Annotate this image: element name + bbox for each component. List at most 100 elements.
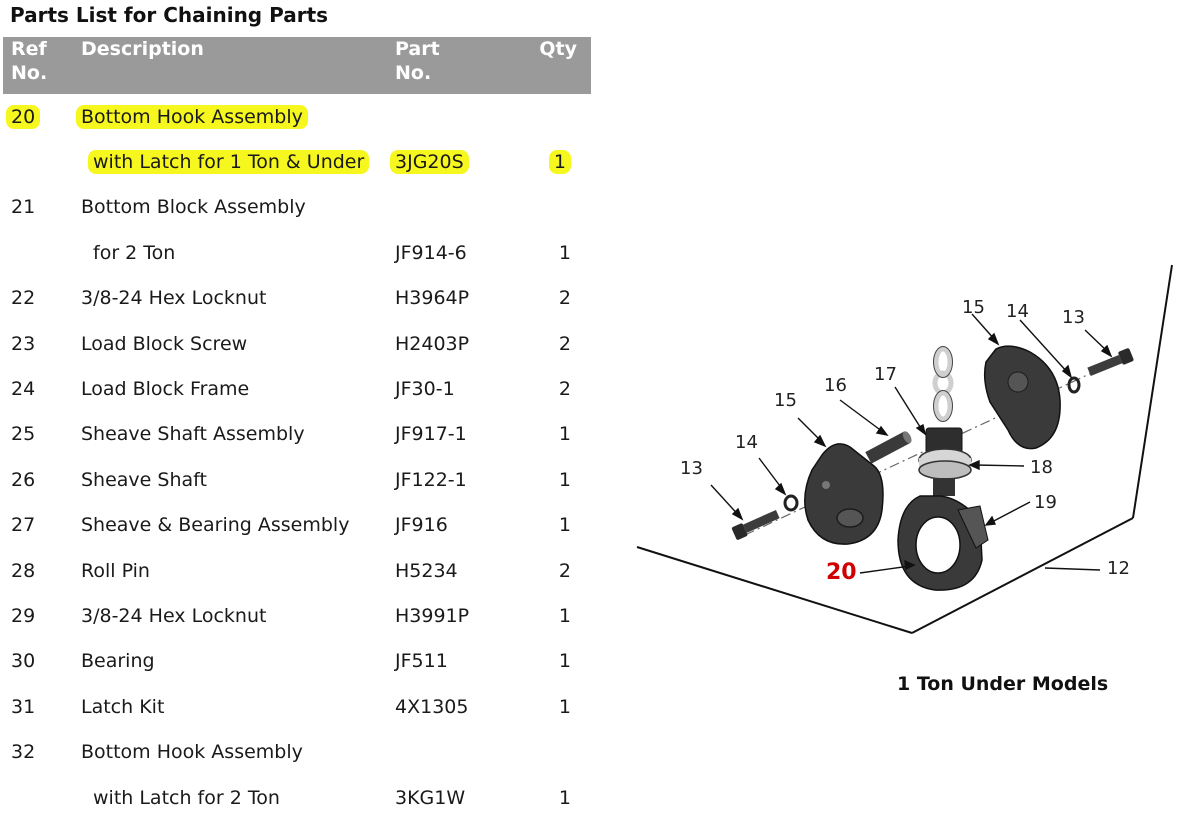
cell-part-text: H2403P — [395, 332, 470, 355]
cell-qty-text: 2 — [558, 332, 571, 355]
cell-desc-text: Roll Pin — [81, 559, 150, 582]
cell-ref-text: 31 — [11, 695, 36, 718]
cell-ref-text: 32 — [11, 741, 36, 764]
cell-desc-text: Bearing — [81, 650, 155, 673]
screw-right — [1087, 348, 1134, 377]
cell-desc-text: Sheave Shaft — [81, 468, 207, 491]
cell-qty-text: 2 — [558, 378, 571, 401]
cell-qty-text: 2 — [558, 287, 571, 310]
cell-ref-text: 29 — [11, 604, 36, 627]
cell-part-text: JF914-6 — [395, 241, 467, 264]
cell-part-text: JF916 — [395, 514, 448, 537]
table-row: 20 Bottom Hook Assembly — [3, 94, 591, 139]
callout-15-right: 15 — [962, 297, 985, 318]
cell-desc-text: Bottom Hook Assembly — [76, 104, 308, 129]
cell-desc: Load Block Frame — [73, 366, 387, 411]
cell-desc-text: Bottom Hook Assembly — [81, 741, 303, 764]
washer-left — [783, 494, 799, 512]
cell-qty: 2 — [515, 366, 591, 411]
cell-desc: with Latch for 1 Ton & Under — [73, 139, 387, 184]
cell-part: H5234 — [387, 548, 515, 593]
cell-part-text: JF511 — [395, 650, 448, 673]
cell-qty-text: 1 — [558, 241, 571, 264]
cell-desc: Bottom Hook Assembly — [73, 94, 387, 139]
cell-qty-text: 1 — [548, 150, 571, 175]
cell-desc-text: Sheave & Bearing Assembly — [81, 514, 350, 537]
sheave-shaft — [865, 431, 912, 464]
callout-15-left: 15 — [774, 390, 797, 411]
callout-12: 12 — [1107, 558, 1130, 579]
cell-part-text: H3991P — [395, 604, 470, 627]
cell-desc: Latch Kit — [73, 684, 387, 729]
cell-ref — [3, 139, 73, 184]
table-row: 21 Bottom Block Assembly — [3, 185, 591, 230]
cell-desc: Sheave Shaft — [73, 457, 387, 502]
callout-14-left: 14 — [735, 432, 758, 453]
cell-desc: Sheave & Bearing Assembly — [73, 503, 387, 548]
cell-qty: 1 — [515, 684, 591, 729]
callout-13-left: 13 — [680, 458, 703, 479]
cell-part: JF30-1 — [387, 366, 515, 411]
cell-part: JF916 — [387, 503, 515, 548]
cell-part: JF914-6 — [387, 230, 515, 275]
cell-qty — [515, 185, 591, 230]
cell-part: 3KG1W — [387, 775, 515, 820]
cell-part: H3964P — [387, 276, 515, 321]
cell-part: JF511 — [387, 639, 515, 684]
cell-part-text: H5234 — [395, 559, 458, 582]
cell-desc-text: Bottom Block Assembly — [81, 196, 306, 219]
cell-desc-text: with Latch for 2 Ton — [93, 786, 280, 809]
cell-part-text: H3964P — [395, 287, 470, 310]
cell-ref: 32 — [3, 729, 73, 774]
cell-desc-text: Latch Kit — [81, 695, 165, 718]
cell-ref: 31 — [3, 684, 73, 729]
cell-qty-text: 1 — [558, 468, 571, 491]
cell-ref: 20 — [3, 94, 73, 139]
cell-qty-text: 2 — [558, 559, 571, 582]
cell-desc: Roll Pin — [73, 548, 387, 593]
cell-desc: Bottom Block Assembly — [73, 185, 387, 230]
cell-desc: 3/8-24 Hex Locknut — [73, 593, 387, 638]
table-row: 32 Bottom Hook Assembly — [3, 729, 591, 774]
header-qty: Qty — [515, 37, 591, 94]
cell-desc: Load Block Screw — [73, 321, 387, 366]
cell-qty: 1 — [515, 503, 591, 548]
cell-ref: 27 — [3, 503, 73, 548]
cell-part: 4X1305 — [387, 684, 515, 729]
cell-part-text: JF30-1 — [395, 378, 455, 401]
cell-part: H2403P — [387, 321, 515, 366]
cell-qty — [515, 94, 591, 139]
cell-ref-text: 27 — [11, 514, 36, 537]
callout-13-right: 13 — [1062, 307, 1085, 328]
cell-desc-text: Sheave Shaft Assembly — [81, 423, 305, 446]
cell-desc: with Latch for 2 Ton — [73, 775, 387, 820]
cell-ref: 22 — [3, 276, 73, 321]
callout-17: 17 — [874, 364, 897, 385]
cell-ref-text: 21 — [11, 196, 36, 219]
washer-right — [1067, 376, 1081, 394]
cell-qty-text: 1 — [558, 695, 571, 718]
cell-desc-text: 3/8-24 Hex Locknut — [81, 604, 267, 627]
cell-desc-text: with Latch for 1 Ton & Under — [88, 150, 370, 175]
cell-qty: 2 — [515, 321, 591, 366]
cell-desc-text: Load Block Screw — [81, 332, 248, 355]
cell-qty: 2 — [515, 548, 591, 593]
base-plane-lines — [636, 264, 1173, 634]
cell-part — [387, 729, 515, 774]
cell-part: H3991P — [387, 593, 515, 638]
header-description: Description — [73, 37, 387, 94]
cell-ref: 23 — [3, 321, 73, 366]
cell-ref-text: 20 — [6, 104, 41, 129]
cell-part-text: JF917-1 — [395, 423, 467, 446]
leader-lines — [710, 313, 1113, 574]
